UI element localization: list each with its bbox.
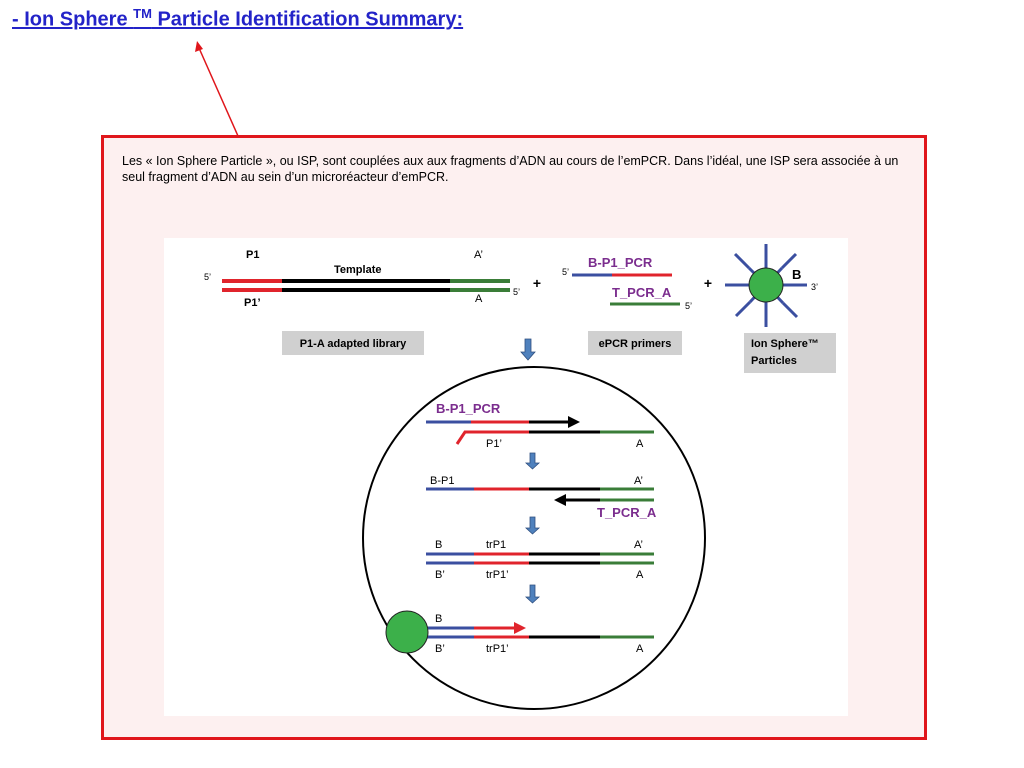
explanation-frame: Les « Ion Sphere Particle », ou ISP, son… <box>101 135 927 740</box>
title-prefix: - Ion Sphere <box>12 8 134 31</box>
step1-primer-label: B-P1_PCR <box>436 401 501 416</box>
plus-sign-1: + <box>533 275 541 291</box>
step3-b-prime-label: B’ <box>435 569 445 581</box>
isp-description: Les « Ion Sphere Particle », ou ISP, son… <box>122 154 899 184</box>
step2-primer-label: T_PCR_A <box>597 505 657 520</box>
library-caption-box <box>282 331 424 355</box>
five-prime-left-label: 5’ <box>204 272 211 282</box>
a-label: A <box>475 293 483 305</box>
down-arrow-icon <box>524 516 541 535</box>
step3-a-label: A <box>636 569 644 581</box>
microreactor-circle <box>362 366 706 710</box>
step1-a-label: A <box>636 438 644 450</box>
step4-extension-arrowhead-icon <box>514 622 526 634</box>
trademark-mark: TM <box>133 6 152 21</box>
step2-a-prime-label: A’ <box>634 475 643 487</box>
five-prime-primer-top: 5’ <box>562 267 569 277</box>
a-prime-label: A’ <box>474 249 483 261</box>
step3-a-prime-label: A’ <box>634 539 643 551</box>
p1-prime-label: P1’ <box>244 297 261 309</box>
step4-b-label: B <box>435 613 442 625</box>
title-rest: Particle Identification Summary: <box>151 8 464 31</box>
step4-b-prime-label: B’ <box>435 643 445 655</box>
p1-label: P1 <box>246 249 259 261</box>
step1-p1-prime-label: P1’ <box>486 438 502 450</box>
step1-p1-prime-segment <box>455 430 529 445</box>
adapted-library: P1 A’ Template 5’ 5’ P1’ A P1-A adapted … <box>204 249 520 355</box>
epcr-primers: B-P1_PCR 5’ T_PCR_A 5’ ePCR primers <box>562 255 692 355</box>
down-arrow-icon <box>524 452 541 470</box>
template-label: Template <box>334 264 381 276</box>
bead-icon <box>748 267 784 303</box>
particles-caption-line2: Particles <box>751 355 797 367</box>
step2-extension-arrowhead-icon <box>554 494 566 506</box>
particles-caption-box <box>744 333 836 373</box>
three-prime-label: 3’ <box>811 282 818 292</box>
step4-a-label: A <box>636 643 644 655</box>
primers-caption-box <box>588 331 682 355</box>
step3-trp1-prime-label: trP1’ <box>486 569 509 581</box>
down-arrow-icon <box>524 584 541 604</box>
five-prime-primer-bottom: 5’ <box>685 301 692 311</box>
step4-trp1-prime-label: trP1’ <box>486 643 509 655</box>
slide-title: - Ion Sphere TM Particle Identification … <box>12 6 463 32</box>
empcr-diagram-svg: P1 A’ Template 5’ 5’ P1’ A P1-A adapted … <box>204 244 836 710</box>
particle-b-label: B <box>792 267 801 282</box>
particles-caption-line1: Ion Sphere™ <box>751 338 819 350</box>
reactor-step-4: B B’ trP1’ A <box>385 610 654 655</box>
b-p1-pcr-label: B-P1_PCR <box>588 255 653 270</box>
ion-sphere-particle: B 3’ Ion Sphere™ Particles <box>725 244 836 373</box>
five-prime-right-label: 5’ <box>513 287 520 297</box>
step2-b-p1-label: B-P1 <box>430 475 454 487</box>
down-arrow-icon <box>520 338 536 361</box>
step3-b-label: B <box>435 539 442 551</box>
reactor-step-2: B-P1 A’ T_PCR_A <box>426 475 657 520</box>
plus-sign-2: + <box>704 275 712 291</box>
step1-extension-arrowhead-icon <box>568 416 580 428</box>
t-pcr-a-label: T_PCR_A <box>612 285 672 300</box>
primers-caption: ePCR primers <box>599 338 672 350</box>
library-caption: P1-A adapted library <box>300 338 407 350</box>
reactor-step-3: B trP1 A’ B’ trP1’ A <box>426 539 654 581</box>
reactor-step-1: B-P1_PCR P1’ A <box>426 401 654 450</box>
step3-trp1-label: trP1 <box>486 539 506 551</box>
empcr-diagram: P1 A’ Template 5’ 5’ P1’ A P1-A adapted … <box>164 238 848 716</box>
bead-icon <box>385 610 429 654</box>
